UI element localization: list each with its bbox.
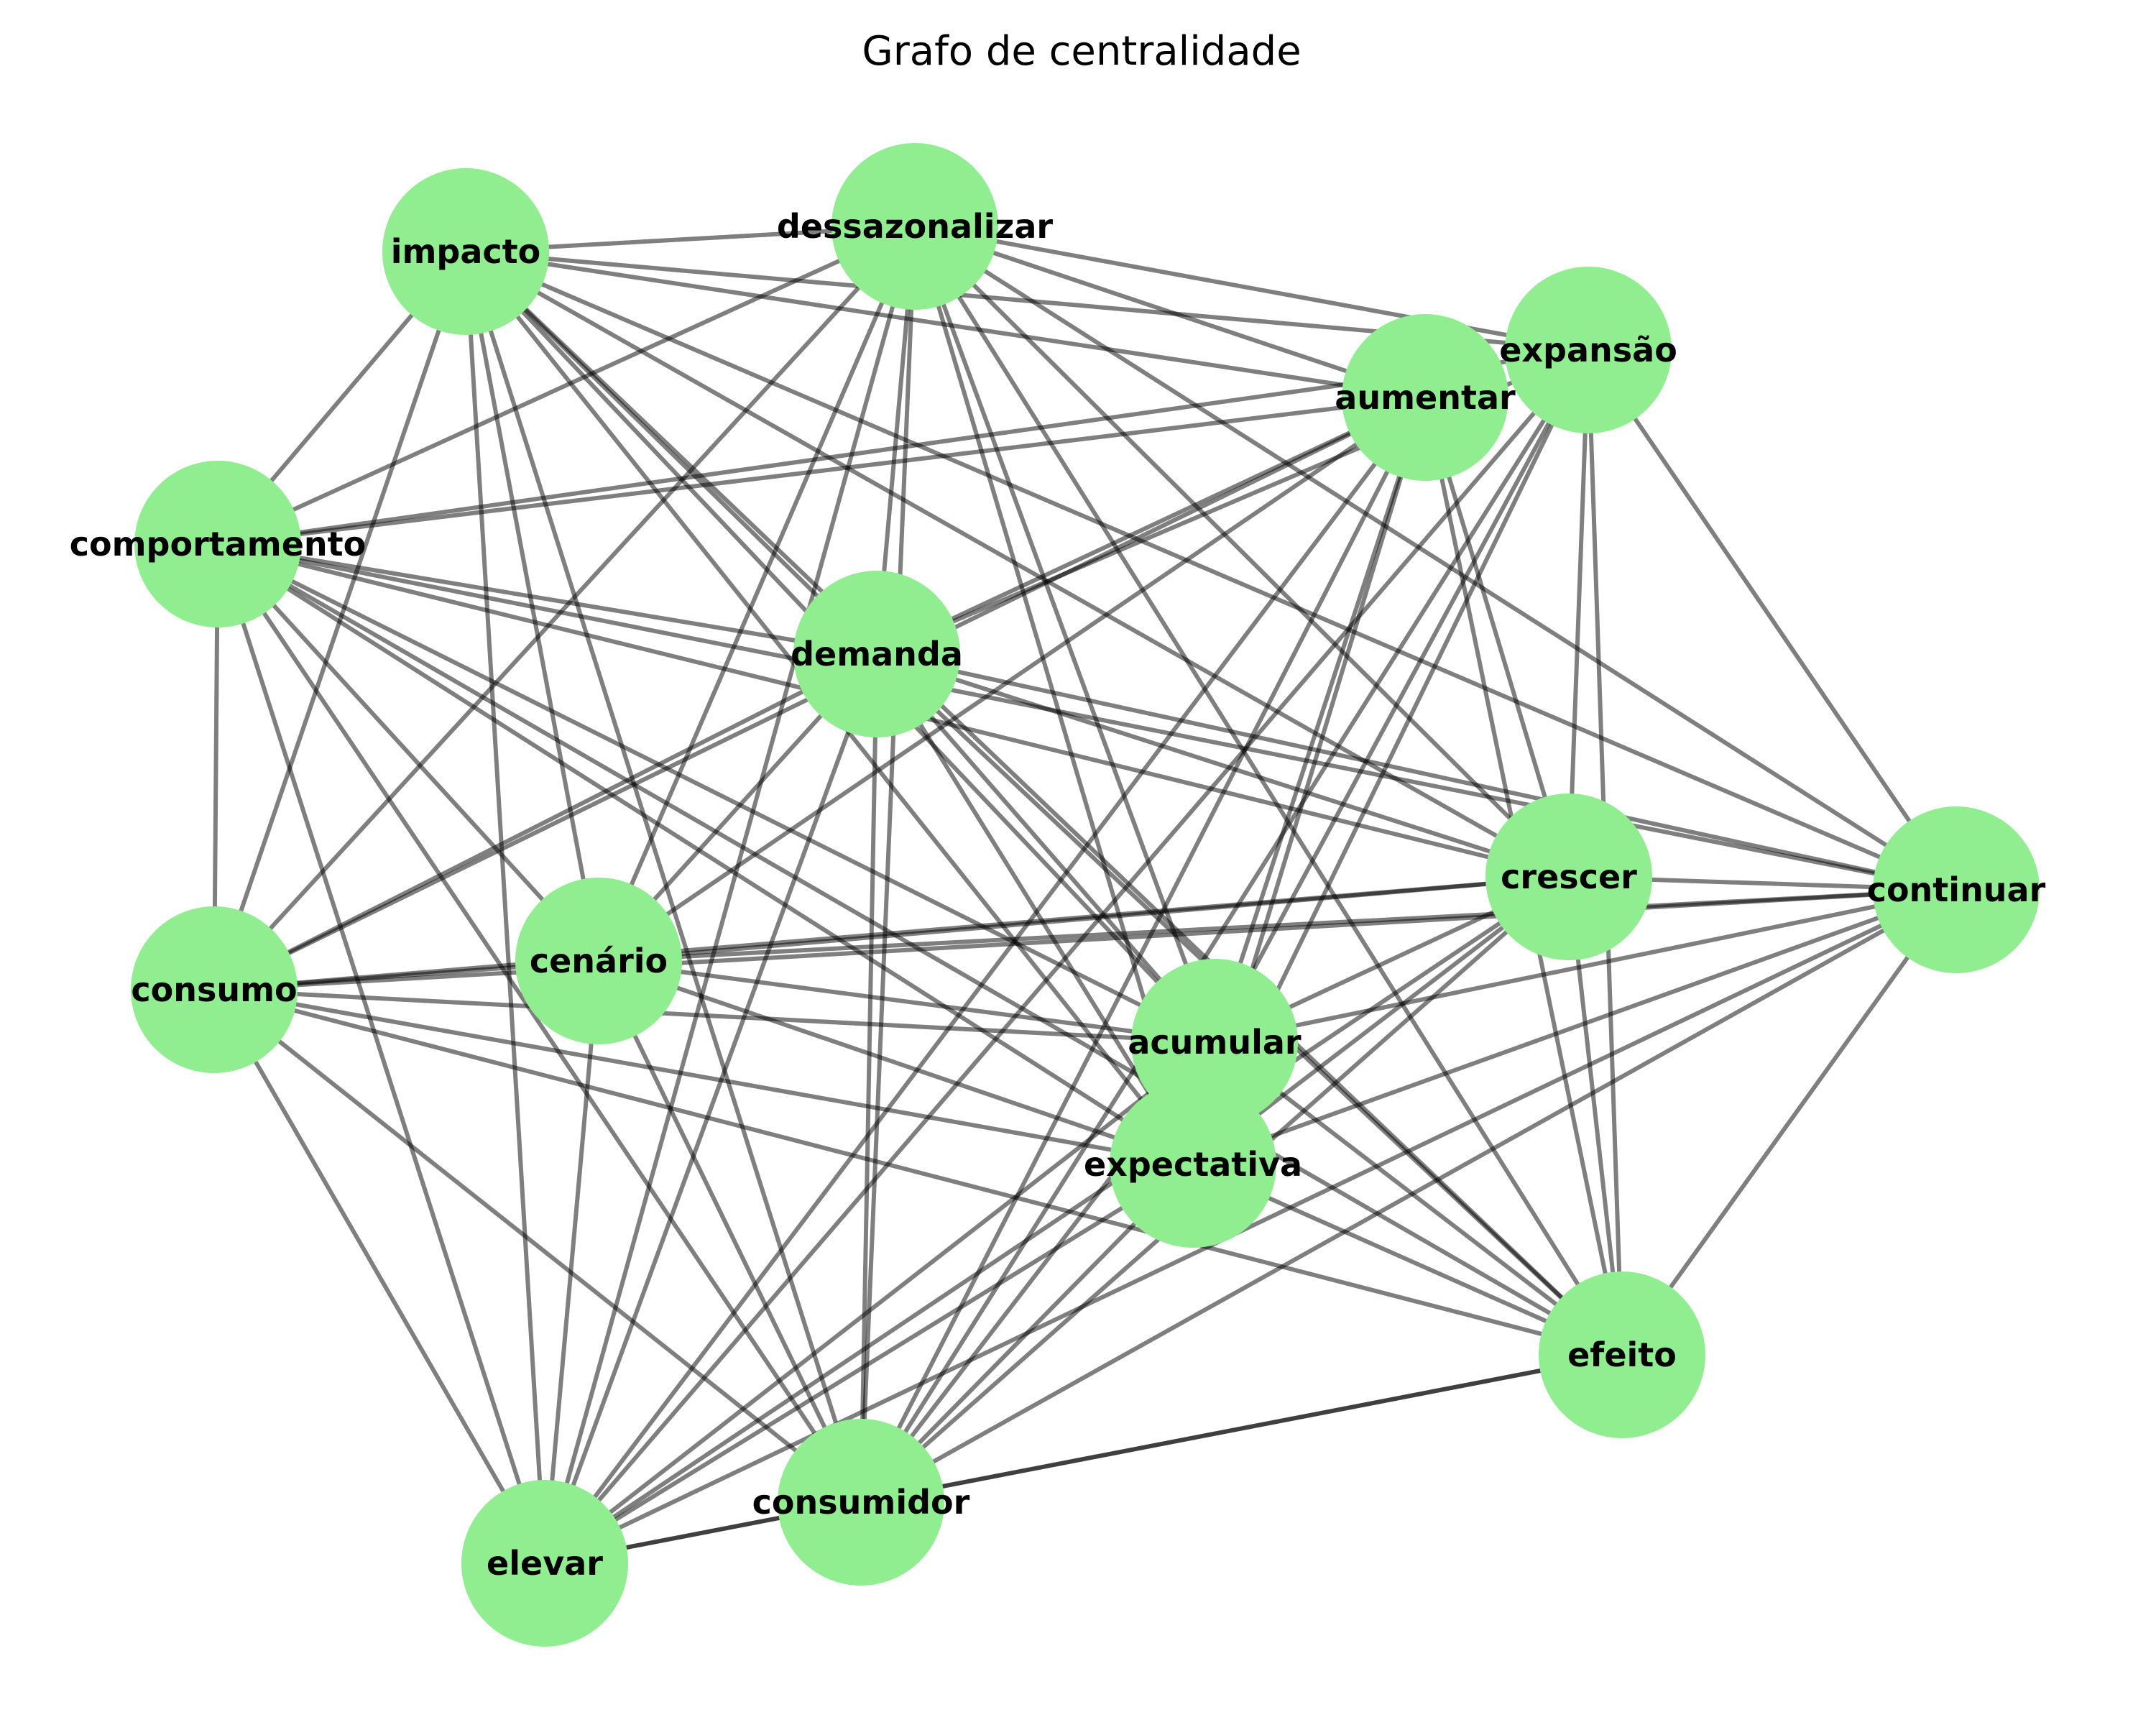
edge-continuar-elevar xyxy=(543,888,1958,1565)
edge-aumentar-acumular xyxy=(1212,397,1427,1043)
node-circle-expectativa xyxy=(1110,1081,1276,1248)
nodes-layer: impacto dessazonalizar expansão aumentar com… xyxy=(70,143,2046,1647)
edge-aumentar-cenario xyxy=(597,395,1427,963)
node-label-demanda: demanda xyxy=(791,635,963,673)
edge-consumo-acumular xyxy=(213,988,1215,1044)
node-circle-elevar xyxy=(461,1480,628,1647)
edge-cenario-expectativa xyxy=(598,959,1194,1167)
node-circle-impacto xyxy=(382,168,549,335)
edge-dessazonalizar-consumo xyxy=(212,224,917,992)
edge-comportamento-expectativa xyxy=(216,542,1194,1167)
edge-continuar-acumular xyxy=(1214,888,1957,1044)
edge-cenario-crescer xyxy=(598,875,1570,963)
edge-acumular-elevar xyxy=(543,1040,1216,1565)
node-label-expansao: expansão xyxy=(1499,331,1677,369)
node-cenario: cenário xyxy=(515,878,682,1044)
node-label-crescer: crescer xyxy=(1501,857,1637,896)
node-crescer: crescer xyxy=(1485,794,1652,960)
node-dessazonalizar: dessazonalizar xyxy=(777,143,1053,310)
node-label-efeito: efeito xyxy=(1567,1335,1677,1374)
edge-dessazonalizar-consumidor xyxy=(859,226,917,1503)
edge-consumo-efeito xyxy=(213,988,1623,1357)
edge-dessazonalizar-efeito xyxy=(913,225,1624,1356)
node-comportamento: comportamento xyxy=(70,461,367,627)
edge-cenario-continuar xyxy=(598,888,1957,963)
edge-consumo-consumidor xyxy=(213,988,862,1504)
node-label-comportamento: comportamento xyxy=(70,525,367,564)
edge-aumentar-consumidor xyxy=(859,396,1427,1504)
edge-comportamento-demanda xyxy=(217,542,877,656)
edge-cenario-elevar xyxy=(543,960,601,1564)
node-consumidor: consumidor xyxy=(752,1419,970,1586)
node-continuar: continuar xyxy=(1867,806,2046,973)
edge-crescer-elevar xyxy=(543,875,1570,1565)
node-label-cenario: cenário xyxy=(530,942,668,980)
node-label-continuar: continuar xyxy=(1867,870,2046,909)
node-circle-crescer xyxy=(1485,794,1652,960)
node-circle-efeito xyxy=(1539,1271,1705,1438)
node-circle-demanda xyxy=(793,571,960,737)
node-label-elevar: elevar xyxy=(487,1544,603,1583)
node-consumo: consumo xyxy=(131,906,298,1073)
edge-dessazonalizar-aumentar xyxy=(914,224,1426,400)
edge-acumular-efeito xyxy=(1213,1040,1623,1357)
node-circle-consumidor xyxy=(778,1419,944,1586)
edge-consumo-expectativa xyxy=(213,988,1194,1167)
graph-title: Grafo de centralidade xyxy=(862,28,1301,75)
edge-dessazonalizar-cenario xyxy=(596,225,917,962)
edge-impacto-consumidor xyxy=(464,251,863,1503)
edge-comportamento-cenario xyxy=(216,542,601,963)
edge-demanda-consumo xyxy=(213,652,878,992)
edge-expansao-crescer xyxy=(1567,349,1590,878)
edge-comportamento-elevar xyxy=(216,543,547,1564)
edge-dessazonalizar-continuar xyxy=(913,224,1958,892)
node-circle-comportamento xyxy=(134,461,301,627)
node-elevar: elevar xyxy=(461,1480,628,1647)
edge-cenario-acumular xyxy=(598,959,1215,1044)
node-demanda: demanda xyxy=(791,571,963,737)
edge-impacto-elevar xyxy=(464,251,547,1564)
edge-dessazonalizar-expansao xyxy=(914,224,1589,352)
edge-demanda-elevar xyxy=(543,653,879,1565)
node-label-impacto: impacto xyxy=(391,232,541,271)
edge-aumentar-crescer xyxy=(1423,397,1571,878)
edge-expectativa-elevar xyxy=(543,1162,1194,1565)
node-aumentar: aumentar xyxy=(1335,314,1516,481)
node-label-aumentar: aumentar xyxy=(1335,378,1516,417)
node-circle-continuar xyxy=(1873,806,2040,973)
edge-continuar-consumidor xyxy=(860,888,1958,1504)
node-label-consumidor: consumidor xyxy=(752,1483,970,1522)
node-expansao: expansão xyxy=(1499,267,1677,433)
edge-expansao-continuar xyxy=(1586,349,1958,891)
node-circle-expansao xyxy=(1505,267,1672,433)
node-circle-cenario xyxy=(515,878,682,1044)
edge-dessazonalizar-comportamento xyxy=(216,224,916,546)
node-circle-aumentar xyxy=(1342,314,1508,481)
node-label-dessazonalizar: dessazonalizar xyxy=(777,207,1053,246)
node-circle-consumo xyxy=(131,906,298,1073)
edge-demanda-acumular xyxy=(875,653,1217,1044)
edge-consumo-elevar xyxy=(212,988,547,1565)
node-label-consumo: consumo xyxy=(131,970,297,1009)
edge-aumentar-comportamento xyxy=(217,395,1426,546)
edge-dessazonalizar-elevar xyxy=(543,226,917,1564)
edge-impacto-continuar xyxy=(464,249,1958,892)
node-label-expectativa: expectativa xyxy=(1084,1145,1302,1184)
edge-cenario-consumidor xyxy=(596,960,863,1504)
edge-continuar-expectativa xyxy=(1192,888,1958,1167)
edge-comportamento-acumular xyxy=(216,542,1216,1044)
edge-comportamento-consumidor xyxy=(216,543,863,1504)
edge-dessazonalizar-crescer xyxy=(913,224,1571,879)
edge-demanda-crescer xyxy=(876,652,1570,879)
edge-comportamento-continuar xyxy=(217,542,1957,892)
edge-demanda-consumidor xyxy=(859,653,879,1503)
node-efeito: efeito xyxy=(1539,1271,1705,1438)
edge-demanda-continuar xyxy=(876,652,1957,892)
node-circle-dessazonalizar xyxy=(831,143,998,310)
node-expectativa: expectativa xyxy=(1084,1081,1302,1248)
node-label-acumular: acumular xyxy=(1128,1023,1302,1062)
edge-continuar-efeito xyxy=(1620,888,1958,1356)
node-impacto: impacto xyxy=(382,168,549,335)
